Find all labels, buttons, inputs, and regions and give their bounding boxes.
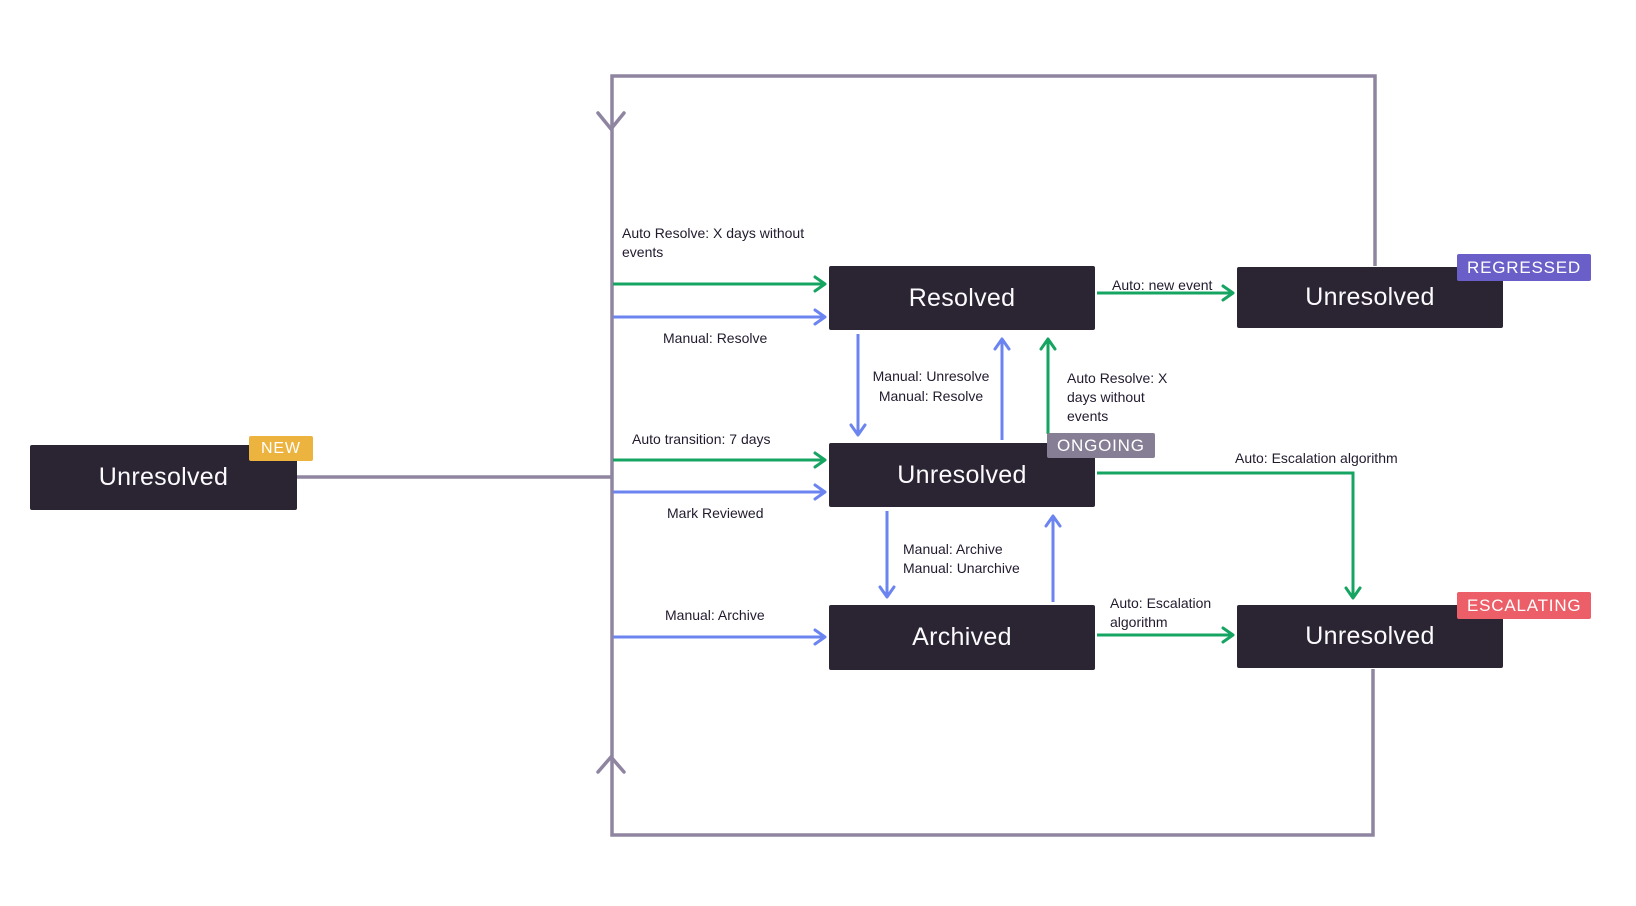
label-auto-new-event: Auto: new event	[1112, 277, 1213, 293]
label-auto-resolve-right: Auto Resolve: X days without events	[1067, 370, 1168, 424]
state-unresolved-new: Unresolved	[30, 445, 297, 510]
state-archived: Archived	[829, 605, 1095, 670]
label-mark-reviewed: Mark Reviewed	[667, 505, 764, 521]
state-resolved: Resolved	[829, 266, 1095, 330]
label-manual-unresolve-resolve: Manual: Unresolve Manual: Resolve	[872, 368, 990, 404]
label-auto-escalation-top: Auto: Escalation algorithm	[1235, 450, 1398, 466]
state-label: Unresolved	[897, 460, 1027, 489]
regressed-badge: REGRESSED	[1457, 254, 1591, 281]
label-auto-transition: Auto transition: 7 days	[632, 431, 771, 447]
label-manual-archive-unarchive: Manual: Archive Manual: Unarchive	[903, 541, 1020, 576]
ongoing-badge: ONGOING	[1047, 433, 1155, 458]
label-auto-escalation-bottom: Auto: Escalation algorithm	[1110, 595, 1212, 630]
state-label: Unresolved	[1305, 283, 1435, 311]
label-manual-resolve-left: Manual: Resolve	[663, 330, 768, 346]
edge-auto-escalation-from-ongoing	[1097, 471, 1362, 600]
loop-arrowhead-up-icon	[596, 755, 626, 774]
state-label: Archived	[912, 623, 1012, 651]
state-label: Unresolved	[1305, 622, 1435, 650]
label-auto-resolve-left: Auto Resolve: X days without events	[622, 225, 805, 260]
escalating-badge: ESCALATING	[1457, 592, 1592, 619]
new-badge: NEW	[249, 436, 313, 461]
state-label: Resolved	[908, 283, 1016, 312]
loop-arrowhead-down-icon	[596, 111, 626, 131]
loop-rectangle	[610, 74, 1377, 837]
label-manual-archive-left: Manual: Archive	[665, 607, 765, 623]
state-label: Unresolved	[98, 463, 229, 491]
